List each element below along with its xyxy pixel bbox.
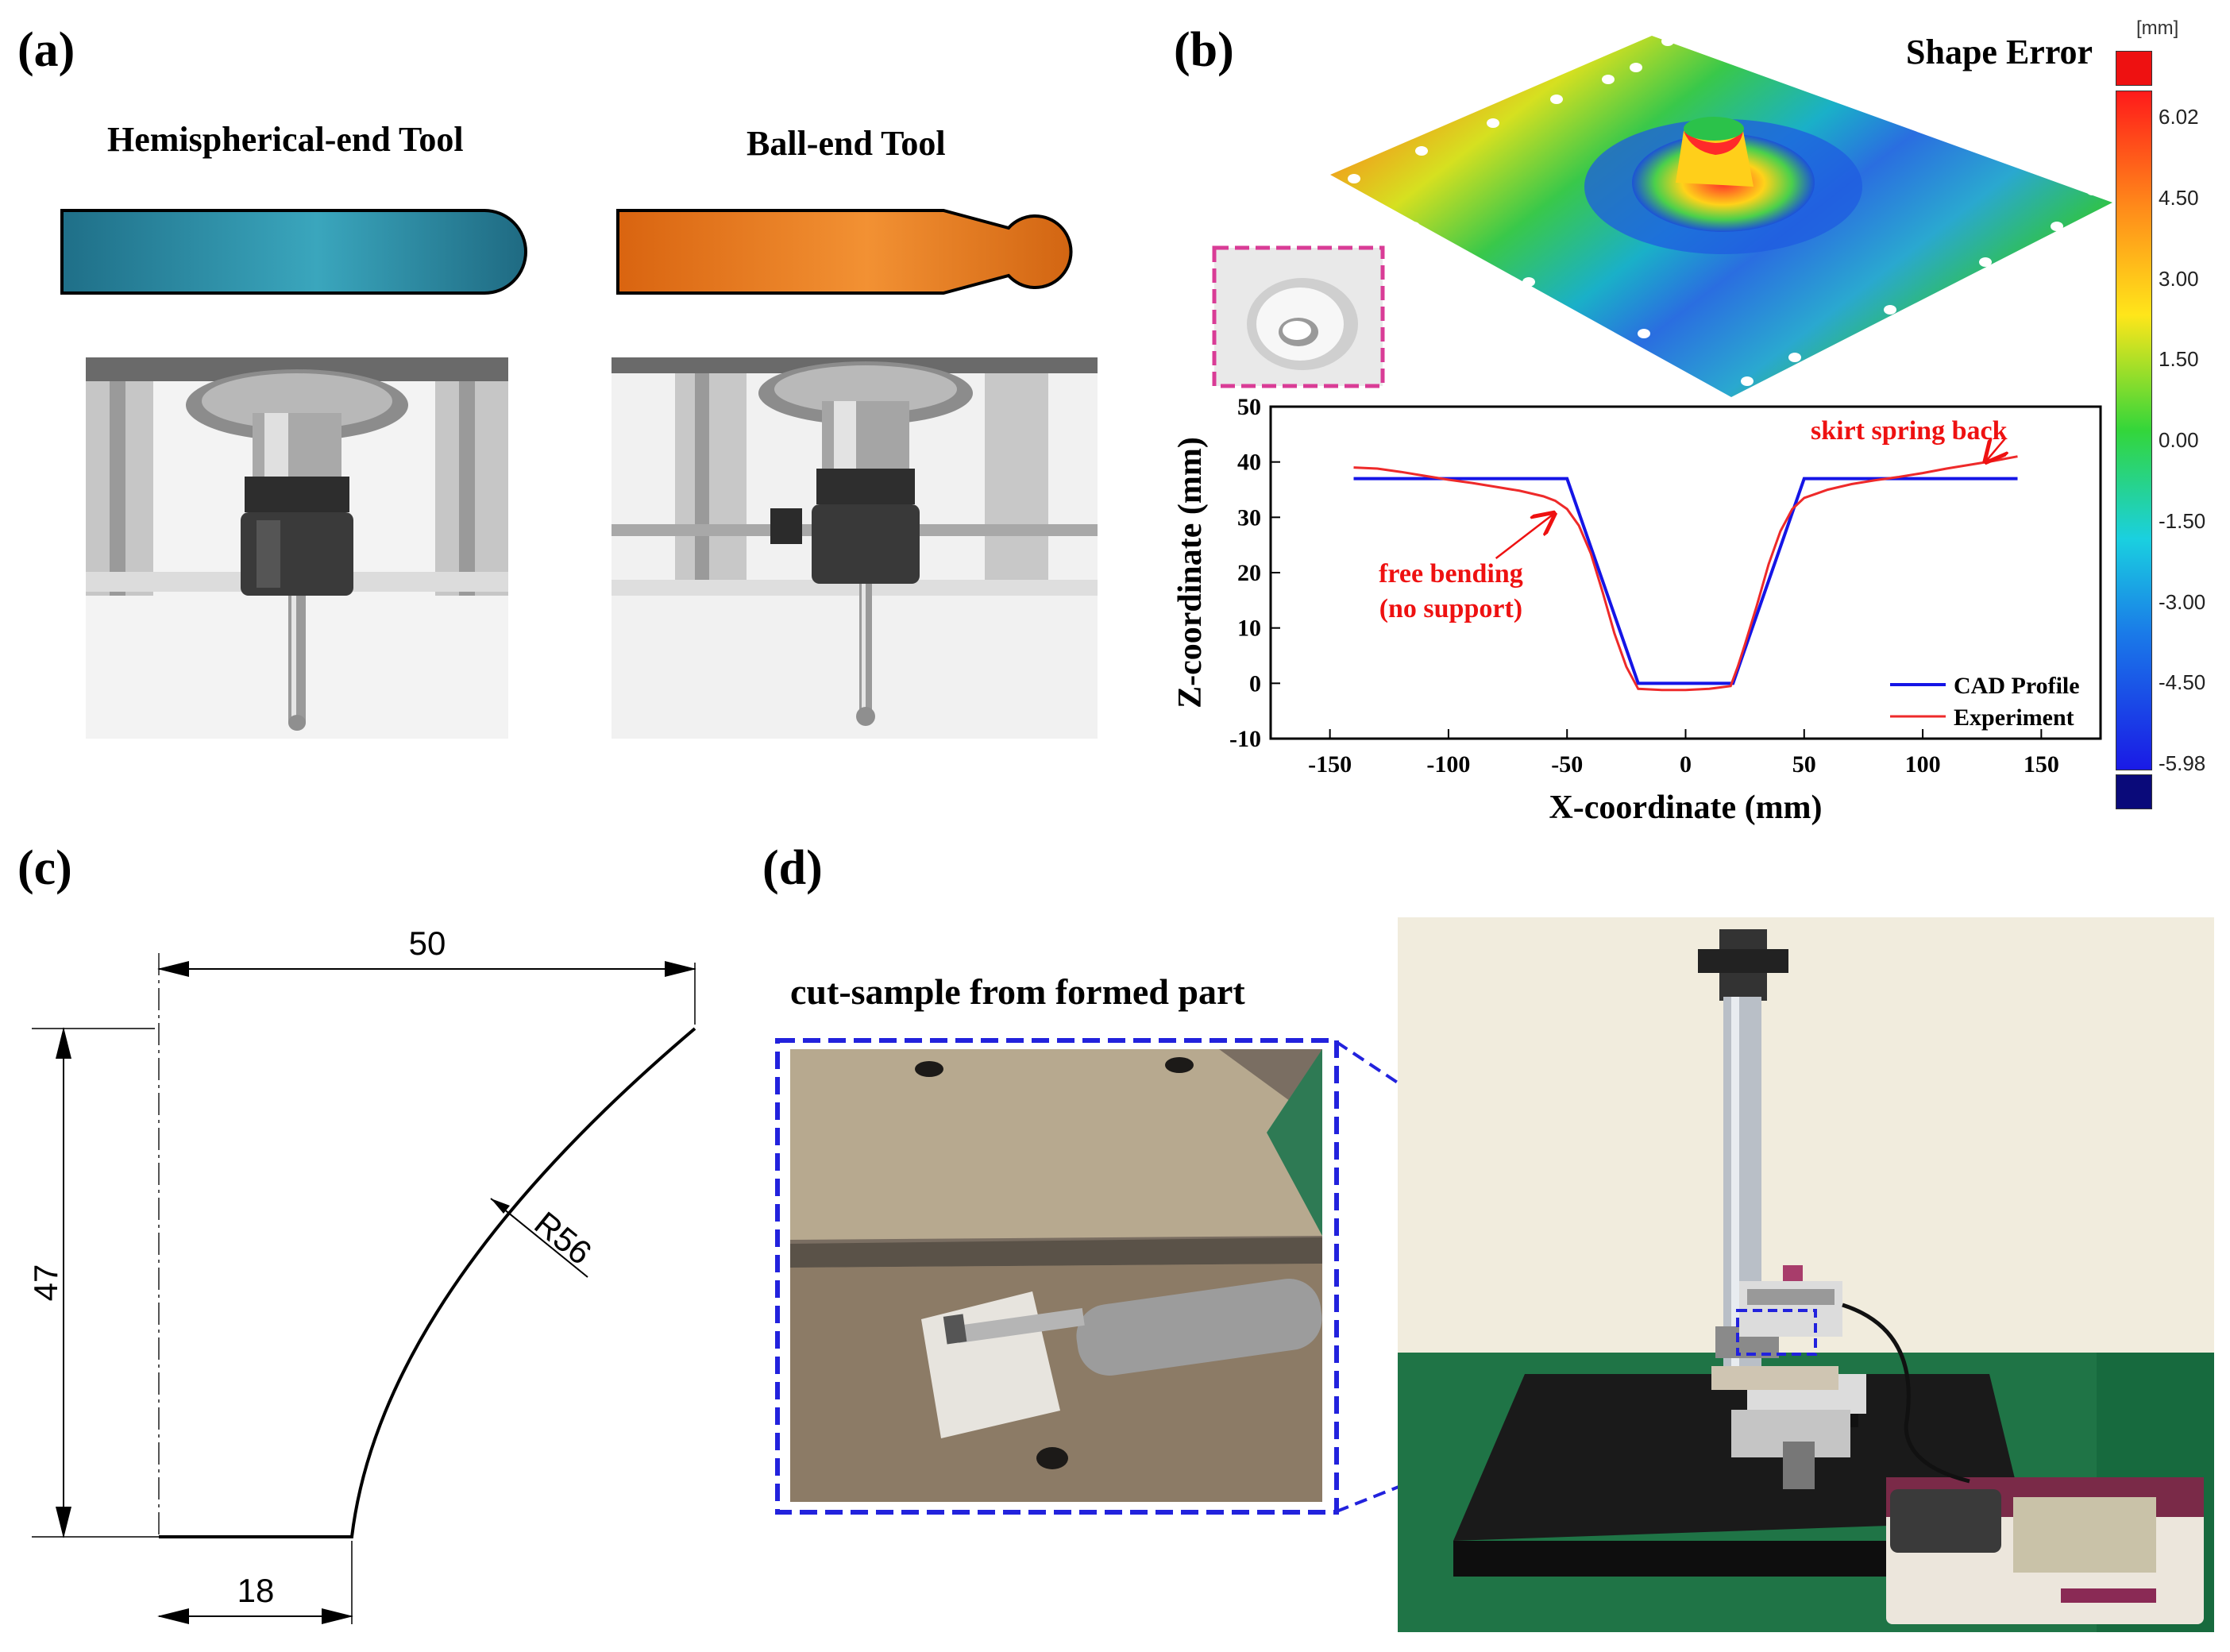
x-tick-label: -100: [1426, 751, 1470, 778]
colorbar-tick-label: -1.50: [2159, 508, 2206, 533]
legend-experiment-label: Experiment: [1954, 704, 2074, 731]
annotation-skirt-arrow: [1987, 438, 2005, 461]
dim-left-label: 47: [27, 1264, 64, 1302]
x-tick-label: 100: [1905, 751, 1941, 778]
hemispherical-tool-diagram: [60, 209, 527, 295]
y-tick-label: 10: [1237, 616, 1261, 642]
y-axis-label: Z-coordinate (mm): [1172, 437, 1209, 708]
colorbar-tick-label: 1.50: [2159, 347, 2199, 372]
y-tick-label: 30: [1237, 504, 1261, 531]
x-tick-label: -150: [1308, 751, 1352, 778]
profile-outline: [159, 1027, 696, 1538]
x-tick-label: 150: [2024, 751, 2059, 778]
roughness-tester-photo: [1398, 917, 2214, 1632]
dim-radius-line: [490, 1198, 588, 1278]
ball-end-tool-title: Ball-end Tool: [747, 124, 946, 163]
hemispherical-tool-title: Hemispherical-end Tool: [107, 120, 464, 159]
colorbar-tick-label: -5.98: [2159, 751, 2206, 775]
panel-a-label: (a): [17, 23, 75, 77]
ball-end-tool-diagram: [616, 209, 1073, 295]
colorbar-tick-label: 0.00: [2159, 428, 2199, 452]
shape-error-surface: [1330, 36, 2112, 397]
colorbar-tick-label: 6.02: [2159, 105, 2199, 129]
dim-bottom-label: 18: [237, 1572, 275, 1609]
dim-radius-label: R56: [527, 1204, 598, 1272]
colorbar-title: Shape Error: [1906, 33, 2093, 71]
annotation-skirt-spring-back: skirt spring back: [1811, 416, 2008, 446]
cut-sample-photo: [775, 1038, 1339, 1515]
legend-cad-label: CAD Profile: [1954, 673, 2080, 699]
colorbar-tick-label: 3.00: [2159, 266, 2199, 291]
colorbar-over-swatch: [2116, 51, 2152, 86]
x-tick-label: 0: [1680, 751, 1692, 778]
colorbar-tick-label: -4.50: [2159, 670, 2206, 695]
y-tick-label: 0: [1249, 670, 1261, 697]
panel-d-label: (d): [762, 841, 823, 895]
ball-end-tool-photo: [612, 357, 1098, 739]
x-axis-label: X-coordinate (mm): [1549, 789, 1822, 826]
formed-part-inset: [1212, 245, 1385, 388]
x-tick-label: -50: [1551, 751, 1583, 778]
panel-c-label: (c): [17, 841, 72, 895]
sample-caption: cut-sample from formed part: [790, 971, 1245, 1012]
colorbar-tick-label: 4.50: [2159, 185, 2199, 210]
series-cad-profile: [1353, 477, 2018, 685]
x-tick-label: 50: [1792, 751, 1816, 778]
panel-b-label: (b): [1174, 23, 1234, 77]
series-experiment: [1353, 455, 2018, 692]
annotation-no-support: (no support): [1379, 594, 1522, 623]
y-tick-label: 50: [1237, 394, 1261, 420]
colorbar-under-swatch: [2116, 774, 2152, 809]
y-tick-label: 20: [1237, 560, 1261, 586]
colorbar-unit: [mm]: [2136, 17, 2179, 39]
y-tick-label: -10: [1229, 726, 1261, 752]
annotation-free-bending-arrow: [1495, 515, 1553, 559]
legend: CAD Profile Experiment: [1890, 673, 2080, 731]
annotation-free-bending: free bending: [1379, 559, 1523, 589]
hemispherical-tool-photo: [86, 357, 508, 739]
y-tick-label: 40: [1237, 450, 1261, 476]
cross-section-drawing: 50 47 18 R56: [27, 924, 696, 1624]
colorbar-tick-label: -3.00: [2159, 589, 2206, 614]
colorbar-gradient: [2116, 91, 2152, 770]
dim-top-label: 50: [409, 924, 446, 962]
